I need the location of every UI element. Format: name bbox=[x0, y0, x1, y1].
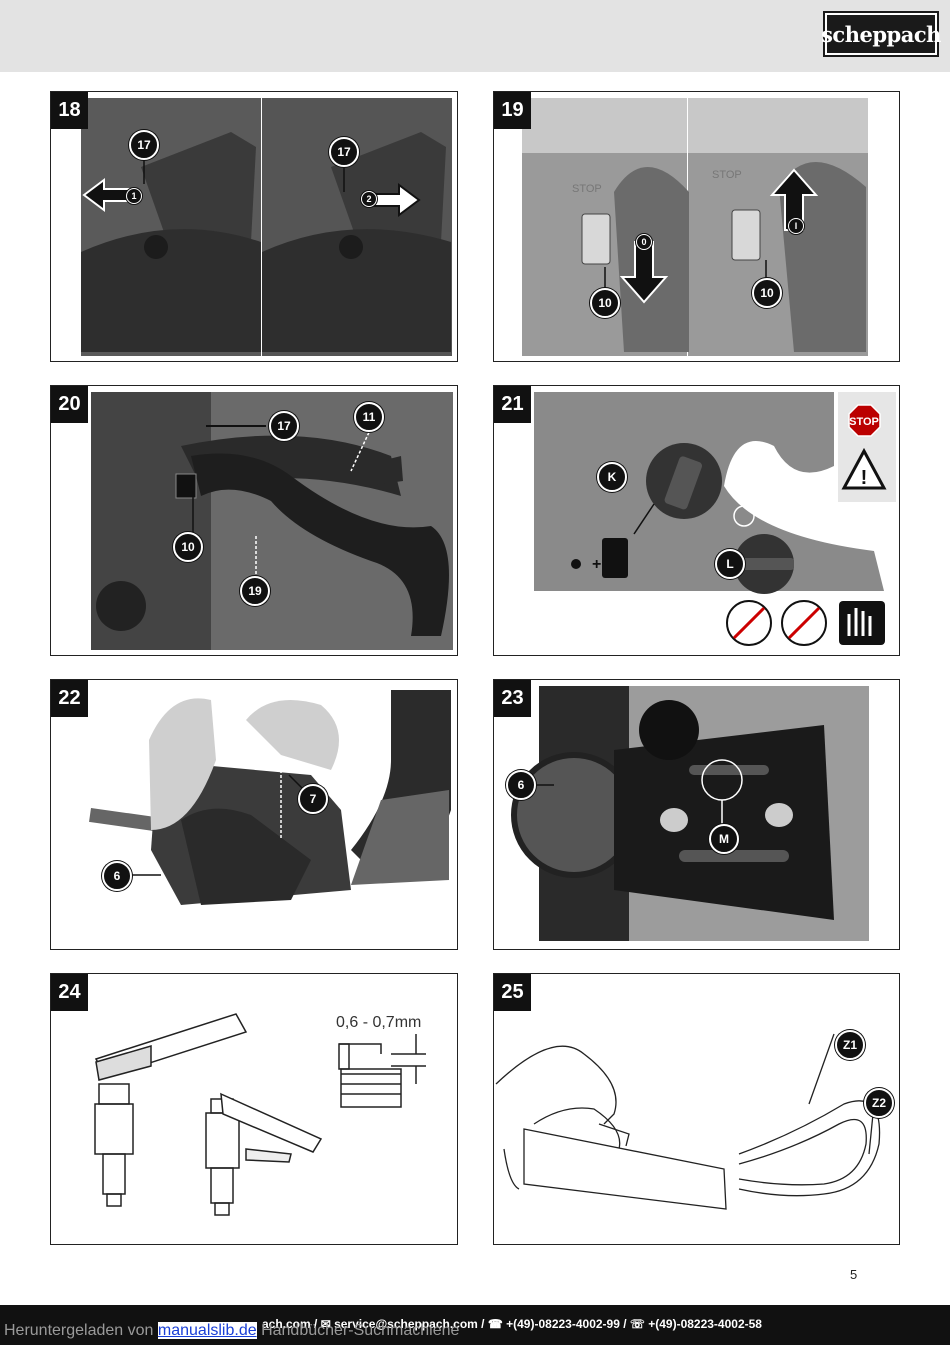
figure-number: 25 bbox=[494, 974, 531, 1011]
figure-19-illustration: STOP STOP bbox=[522, 98, 868, 356]
download-banner: Heruntergeladen von manualslib.de Handbü… bbox=[4, 1322, 459, 1340]
callout-2: 2 bbox=[361, 191, 377, 207]
callout-10: 10 bbox=[752, 278, 782, 308]
figure-20-illustration bbox=[91, 392, 453, 650]
figure-24: 24 0,6 - 0,7mm bbox=[50, 973, 458, 1245]
callout-17: 17 bbox=[269, 411, 299, 441]
figure-21-illustration: STOP ! + bbox=[534, 392, 896, 646]
header-bar bbox=[0, 0, 950, 72]
figure-18: 18 17 1 17 2 bbox=[50, 91, 458, 362]
figure-number: 19 bbox=[494, 92, 531, 129]
callout-0: 0 bbox=[636, 234, 652, 250]
stop-engraving: STOP bbox=[712, 169, 742, 181]
footer-bar: ach.com / ✉ service@scheppach.com / ☎ +(… bbox=[0, 1305, 950, 1345]
figure-23: 23 6 M bbox=[493, 679, 900, 950]
callout-6: 6 bbox=[102, 861, 132, 891]
callout-19: 19 bbox=[240, 576, 270, 606]
figure-23-illustration bbox=[511, 686, 869, 941]
figure-number: 23 bbox=[494, 680, 531, 717]
figure-19: STOP STOP 19 0 10 I 10 bbox=[493, 91, 900, 362]
download-prefix: Heruntergeladen von bbox=[4, 1322, 154, 1339]
callout-6: 6 bbox=[506, 770, 536, 800]
callout-M: M bbox=[709, 824, 739, 854]
figure-25: 25 Z1 Z2 bbox=[493, 973, 900, 1245]
callout-1: 1 bbox=[126, 188, 142, 204]
figure-25-illustration bbox=[495, 1033, 881, 1210]
brand-logo: scheppach bbox=[821, 13, 941, 55]
callout-11: 11 bbox=[354, 402, 384, 432]
callout-7: 7 bbox=[298, 784, 328, 814]
callout-K: K bbox=[597, 462, 627, 492]
figure-number: 22 bbox=[51, 680, 88, 717]
manualslib-link[interactable]: manualslib.de bbox=[157, 1322, 257, 1339]
callout-L: L bbox=[715, 549, 745, 579]
figure-24-illustration bbox=[94, 1013, 426, 1216]
figure-number: 18 bbox=[51, 92, 88, 129]
callout-17: 17 bbox=[329, 137, 359, 167]
footer-contact: ach.com / ✉ service@scheppach.com / ☎ +(… bbox=[262, 1317, 762, 1331]
callout-Z1: Z1 bbox=[835, 1030, 865, 1060]
stop-engraving: STOP bbox=[572, 183, 602, 195]
spark-plug-gap-label: 0,6 - 0,7mm bbox=[336, 1014, 422, 1031]
callout-10: 10 bbox=[590, 288, 620, 318]
warning-exclamation-icon: ! bbox=[861, 467, 868, 489]
figure-number: 21 bbox=[494, 386, 531, 423]
callout-10: 10 bbox=[173, 532, 203, 562]
plus-icon: + bbox=[592, 556, 601, 573]
figure-22: 22 7 6 bbox=[50, 679, 458, 950]
figure-18-illustration bbox=[81, 98, 452, 356]
callout-17: 17 bbox=[129, 130, 159, 160]
callout-I: I bbox=[788, 218, 804, 234]
page-number: 5 bbox=[850, 1267, 858, 1282]
figure-21: STOP ! + 21 K L bbox=[493, 385, 900, 656]
stop-sign-text: STOP bbox=[849, 416, 879, 428]
download-suffix: Handbücher-Suchmachiene bbox=[261, 1322, 460, 1339]
figure-number: 20 bbox=[51, 386, 88, 423]
callout-Z2: Z2 bbox=[864, 1088, 894, 1118]
figure-20: 20 17 11 10 19 bbox=[50, 385, 458, 656]
figure-number: 24 bbox=[51, 974, 88, 1011]
figure-22-illustration bbox=[89, 690, 451, 905]
